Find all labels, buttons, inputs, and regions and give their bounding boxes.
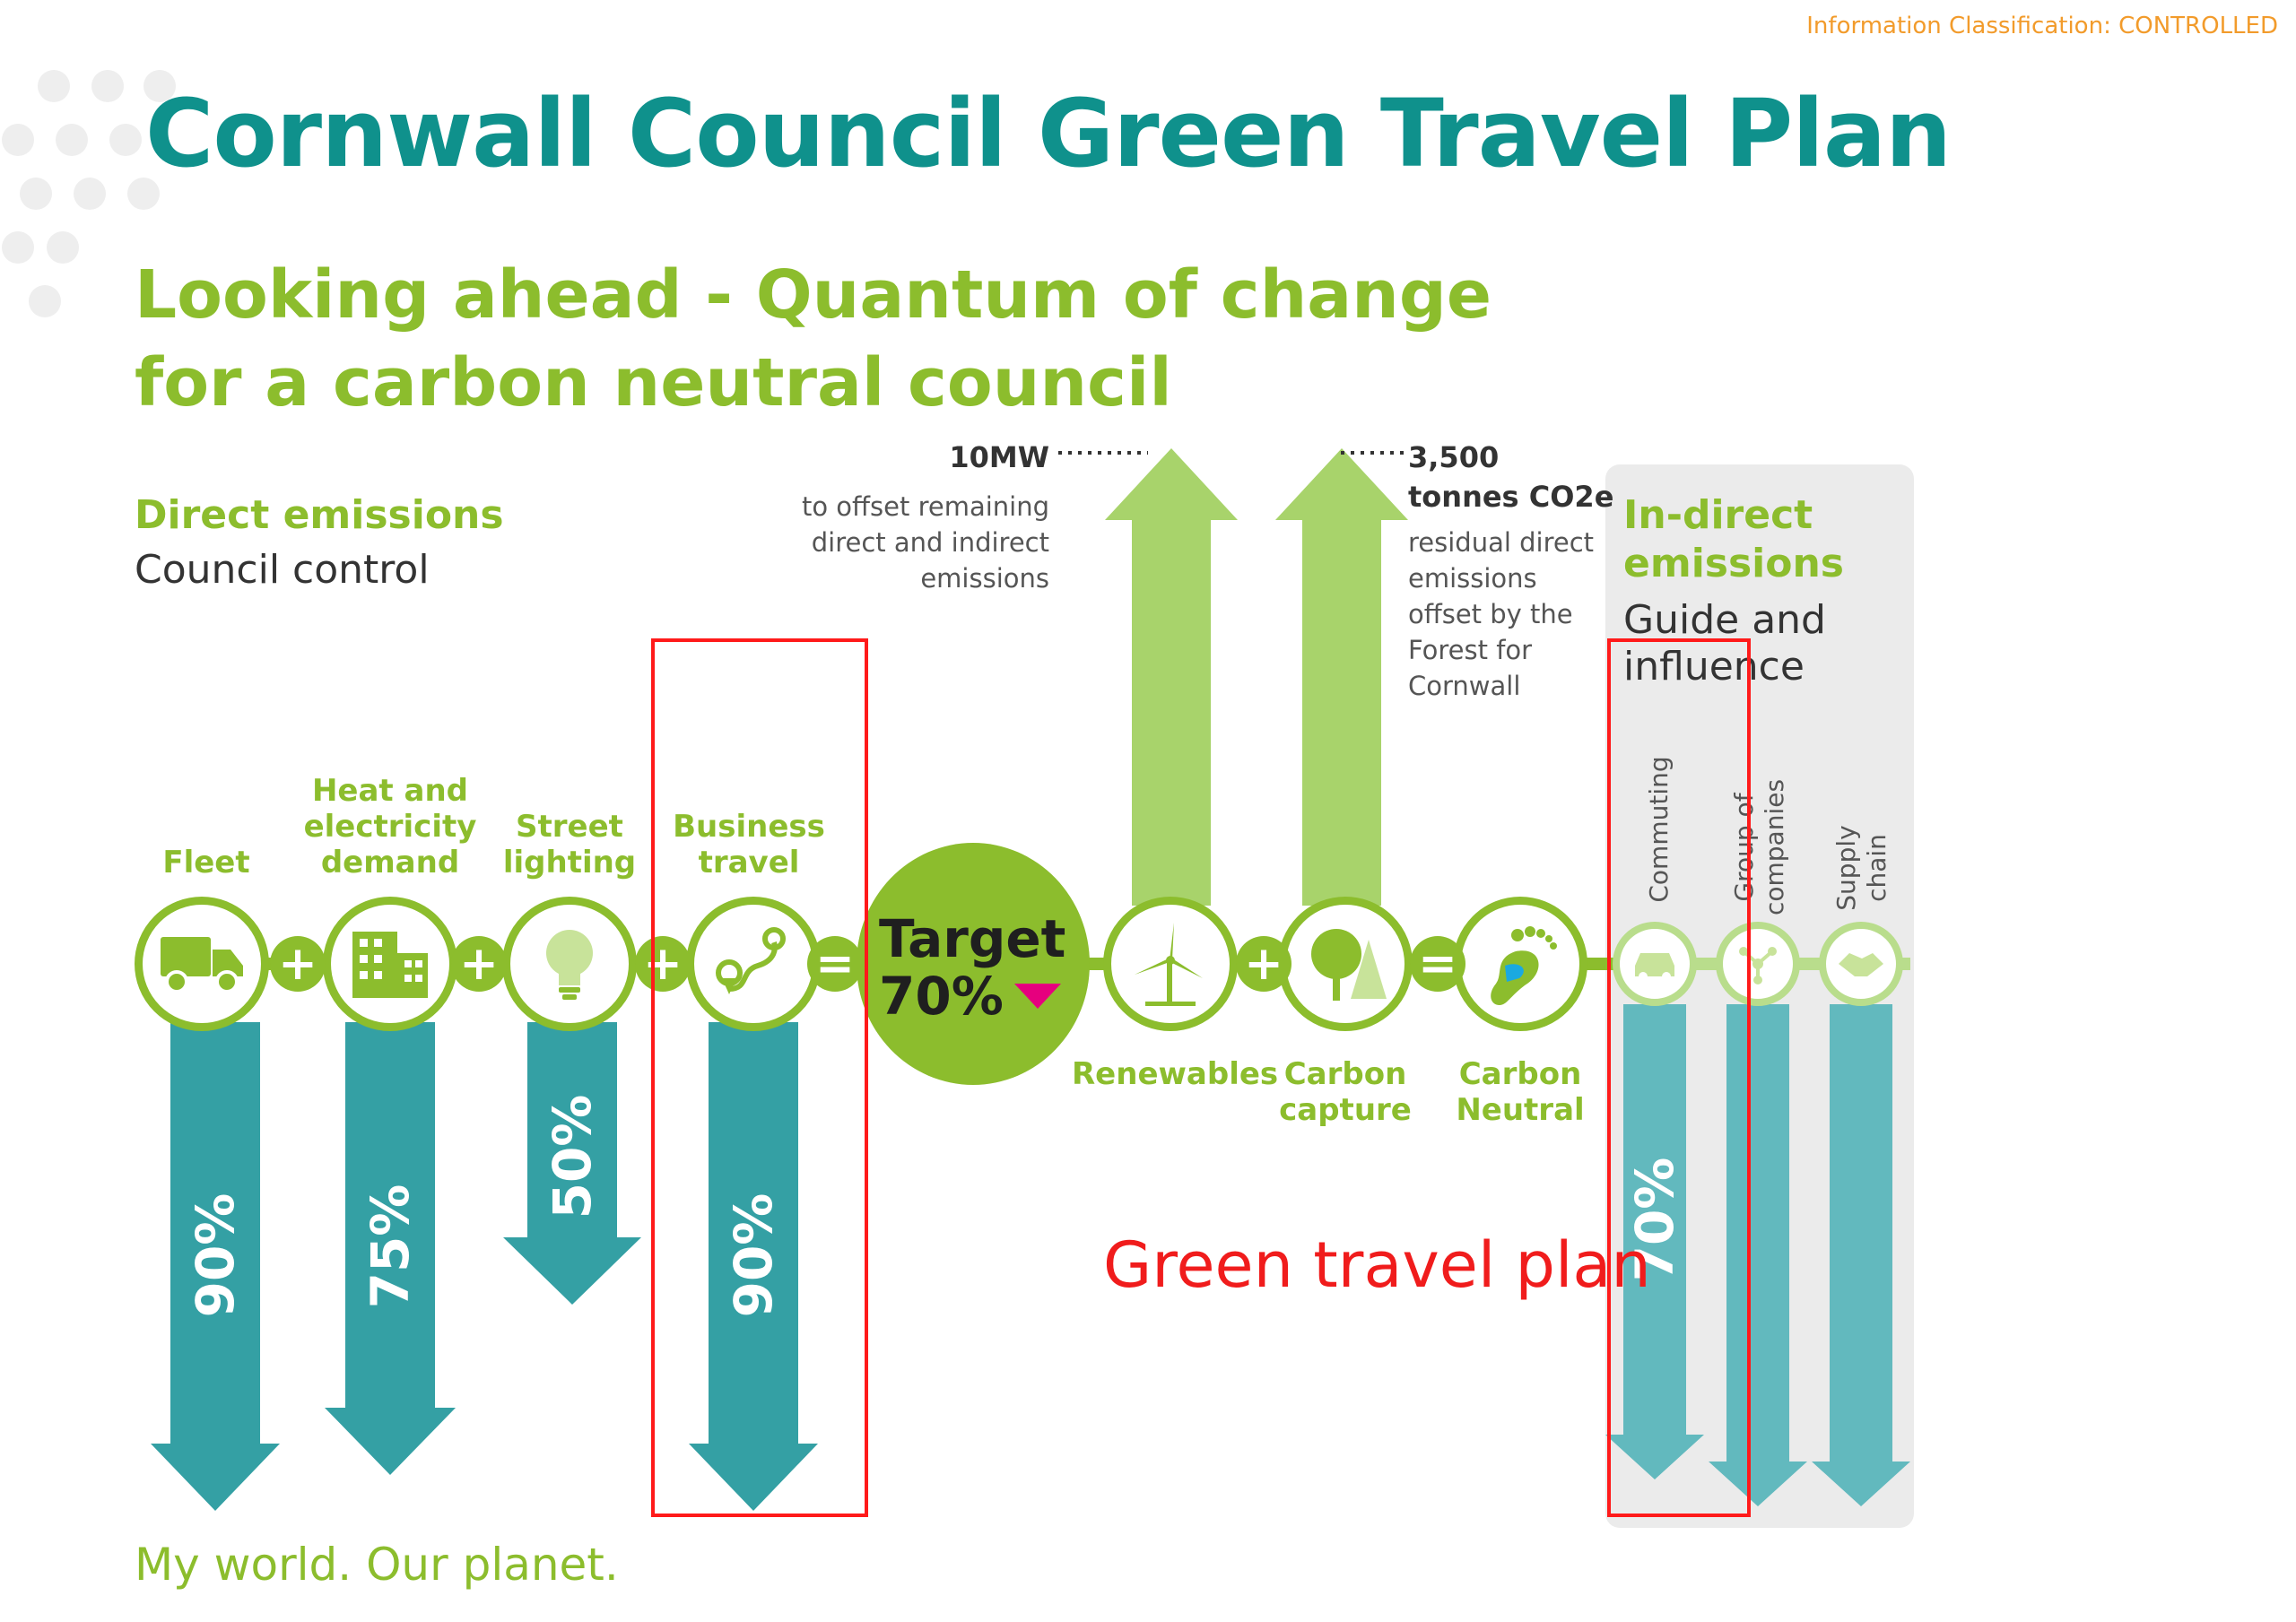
page-subtitle: Looking ahead - Quantum of change for a … [135, 251, 1492, 427]
commuting-circle [1613, 922, 1697, 1006]
carbon-neutral-circle [1453, 897, 1587, 1031]
heat-percentage: 75% [360, 1184, 421, 1309]
fleet-label: Fleet [162, 845, 250, 880]
carbon-capture-label: Carbon capture [1279, 1056, 1412, 1128]
indirect-text-line-2: influence [1623, 644, 1805, 690]
renewables-amount: 10MW [949, 440, 1049, 474]
building-icon [352, 932, 428, 998]
network-icon [1739, 947, 1777, 984]
direct-emissions-text: Council control [135, 547, 430, 593]
renewables-circle [1103, 897, 1238, 1031]
supply-chain-arrow [1812, 1004, 1910, 1506]
wind-turbine-icon [1135, 923, 1203, 1006]
subtitle-line-2: for a carbon neutral council [135, 344, 1172, 421]
renewables-label: Renewables [1072, 1056, 1279, 1092]
green-travel-plan-annotation: Green travel plan [1103, 1228, 1651, 1302]
street-lighting-percentage: 50% [542, 1094, 603, 1219]
indirect-text-line-1: Guide and [1623, 597, 1826, 643]
supply-chain-circle [1819, 922, 1903, 1006]
carbon-capture-amount: 3,500 tonnes CO2e [1408, 440, 1614, 514]
fleet-percentage: 90% [185, 1193, 246, 1318]
tree-icon [1311, 929, 1387, 1001]
heat-arrow [325, 1022, 456, 1475]
street-lighting-arrow [503, 1022, 641, 1305]
indirect-heading-line-1: In-direct [1623, 492, 1813, 538]
commuting-highlight [1607, 638, 1751, 1517]
carbon-capture-up-arrow [1275, 448, 1408, 906]
plus-operator-1: + [270, 936, 326, 992]
supply-chain-label: Supply chain [1831, 825, 1892, 911]
handshake-icon [1839, 953, 1883, 976]
truck-icon [161, 937, 243, 993]
group-companies-circle [1716, 922, 1800, 1006]
footer-slogan: My world. Our planet. [135, 1539, 619, 1591]
plus-operator-3: + [635, 936, 691, 992]
direct-emissions-heading: Direct emissions [135, 492, 504, 538]
business-travel-highlight [651, 638, 868, 1517]
fleet-arrow [151, 1022, 280, 1511]
street-lighting-circle [502, 897, 637, 1031]
group-companies-arrow [1709, 1004, 1807, 1506]
target-line-1: Target [879, 908, 1066, 969]
classification-label: Information Classification: CONTROLLED [1806, 13, 2278, 39]
plus-operator-4: + [1236, 936, 1292, 992]
indirect-emissions-block: In-direct emissions Guide and influence [1623, 491, 1844, 690]
lightbulb-icon [546, 930, 593, 1000]
equals-operator-2: = [1410, 936, 1465, 992]
footprint-icon [1491, 926, 1557, 1005]
target-line-2-row: 70% [879, 967, 1065, 1025]
renewables-note: to offset remaining direct and indirect … [801, 491, 1049, 594]
target-circle [857, 843, 1090, 1085]
renewables-up-arrow [1105, 448, 1238, 906]
indirect-heading-line-2: emissions [1623, 541, 1844, 586]
subtitle-line-1: Looking ahead - Quantum of change [135, 256, 1492, 334]
fleet-circle [135, 897, 269, 1031]
carbon-neutral-label: Carbon Neutral [1456, 1056, 1585, 1128]
direct-emissions-block: Direct emissions Council control [135, 491, 504, 594]
down-triangle-icon [1013, 984, 1061, 1009]
target-line-2: 70% [879, 966, 1004, 1027]
heat-label: Heat and electricity demand [303, 773, 477, 880]
commuting-arrow [1605, 1004, 1704, 1479]
target-text: Target 70% [879, 910, 1065, 1025]
carbon-capture-circle [1278, 897, 1413, 1031]
business-travel-label: Business travel [673, 809, 825, 880]
plus-operator-2: + [451, 936, 507, 992]
car-icon [1635, 953, 1674, 981]
carbon-capture-note: residual direct emissions offset by the … [1408, 527, 1595, 701]
equals-operator-1: = [807, 936, 863, 992]
route-icon [716, 927, 786, 994]
business-travel-arrow [689, 1022, 818, 1511]
heat-circle [323, 897, 457, 1031]
page-title: Cornwall Council Green Travel Plan [145, 79, 1952, 188]
street-lighting-label: Street lighting [502, 809, 637, 880]
decorative-dots [2, 70, 176, 317]
